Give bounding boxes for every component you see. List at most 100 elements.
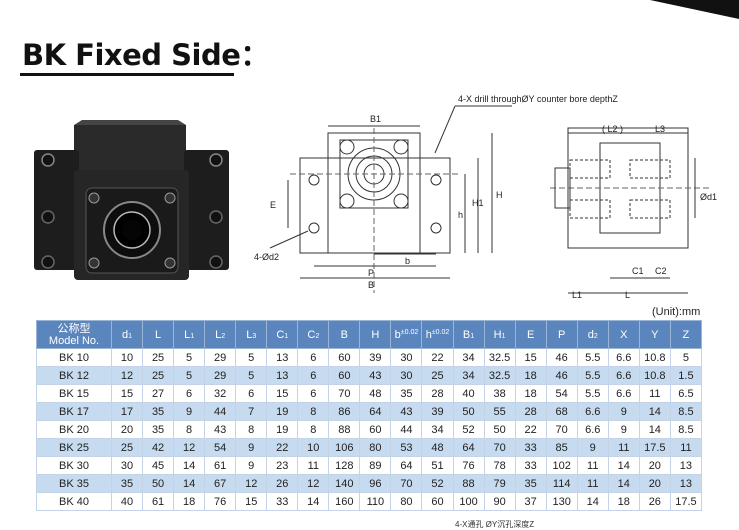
table-cell: 14 [173,456,206,475]
label-h: h [458,210,463,220]
table-cell: 29 [204,348,237,367]
table-cell: 5 [235,366,268,385]
table-cell: 80 [390,492,423,511]
table-cell: 5 [173,366,206,385]
table-cell: 17 [110,402,144,421]
table-cell: 11 [297,456,330,475]
header-l1: L1 [173,320,206,349]
table-cell: 35 [142,402,175,421]
label-L: L [625,290,630,300]
table-cell: 96 [359,474,392,493]
table-cell: 14 [607,456,640,475]
table-cell: 20 [638,456,671,475]
header-y: Y [638,320,671,349]
model-cell: BK 17 [36,402,112,421]
table-cell: 8.5 [669,420,703,439]
table-cell: 8 [173,420,206,439]
table-cell: 46 [545,348,578,367]
table-cell: 14 [576,492,609,511]
table-cell: 6 [235,384,268,403]
label-B: B [368,280,374,290]
header-z: Z [669,320,703,349]
table-cell: 33 [514,438,547,457]
table-cell: 67 [204,474,237,493]
table-cell: 19 [266,402,299,421]
table-cell: 44 [390,420,423,439]
table-cell: 11 [576,474,609,493]
table-cell: 39 [359,348,392,367]
table-cell: 30 [110,456,144,475]
table-cell: 70 [483,438,516,457]
table-cell: 5 [235,348,268,367]
header-c2: C2 [297,320,330,349]
table-cell: 6.5 [669,384,703,403]
table-cell: 44 [204,402,237,421]
header-l3: L3 [235,320,268,349]
label-callout: 4-X drill throughØY counter bore depthZ [458,94,618,104]
table-cell: 50 [142,474,175,493]
table-cell: 23 [266,456,299,475]
table-cell: 25 [142,366,175,385]
table-cell: 18 [607,492,640,511]
table-cell: 64 [390,456,423,475]
model-cell: BK 40 [36,492,112,511]
header-p: P [545,320,578,349]
corner-decoration [627,0,739,21]
table-cell: 5.5 [576,384,609,403]
table-cell: 61 [142,492,175,511]
technical-drawing: B1 B P b E h H1 H 4-Ød2 4-X drill throug… [254,94,717,300]
table-cell: 106 [328,438,361,457]
table-cell: 12 [173,438,206,457]
table-cell: 35 [390,384,423,403]
bottom-text: 4-X通孔 ØY沉孔深度Z [455,520,535,529]
table-cell: 6.6 [607,348,640,367]
model-cell: BK 35 [36,474,112,493]
table-cell: 1.5 [669,366,703,385]
table-cell: 70 [390,474,423,493]
table-cell: 79 [483,474,516,493]
header-d2: d2 [576,320,609,349]
table-cell: 60 [328,348,361,367]
table-cell: 33 [266,492,299,511]
table-cell: 14 [173,474,206,493]
model-cell: BK 20 [36,420,112,439]
table-cell: 6 [297,366,330,385]
table-cell: 85 [545,438,578,457]
table-cell: 13 [669,474,703,493]
table-cell: 9 [235,456,268,475]
table-cell: 11 [669,438,703,457]
table-cell: 61 [204,456,237,475]
table-cell: 102 [545,456,578,475]
header-l2: L2 [204,320,237,349]
table-cell: 10.8 [638,348,671,367]
table-cell: 11 [638,384,671,403]
table-cell: 29 [204,366,237,385]
table-cell: 6.6 [576,402,609,421]
table-cell: 54 [204,438,237,457]
label-P: P [368,268,374,278]
header-model-cn: 公称型 [57,322,91,335]
header-c1: C1 [266,320,299,349]
header-model-en: Model No. [48,334,100,347]
table-cell: 5.5 [576,366,609,385]
product-photo [26,120,236,290]
table-cell: 5 [669,348,703,367]
table-cell: 18 [173,492,206,511]
table-cell: 13 [266,348,299,367]
page-title: BK Fixed Side： [22,38,269,72]
table-cell: 32.5 [483,348,516,367]
table-cell: 28 [514,402,547,421]
table-cell: 53 [390,438,423,457]
table-cell: 6 [297,384,330,403]
table-cell: 114 [545,474,578,493]
table-cell: 64 [359,402,392,421]
table-cell: 9 [576,438,609,457]
label-H1: H1 [472,198,484,208]
table-cell: 22 [514,420,547,439]
table-cell: 54 [545,384,578,403]
